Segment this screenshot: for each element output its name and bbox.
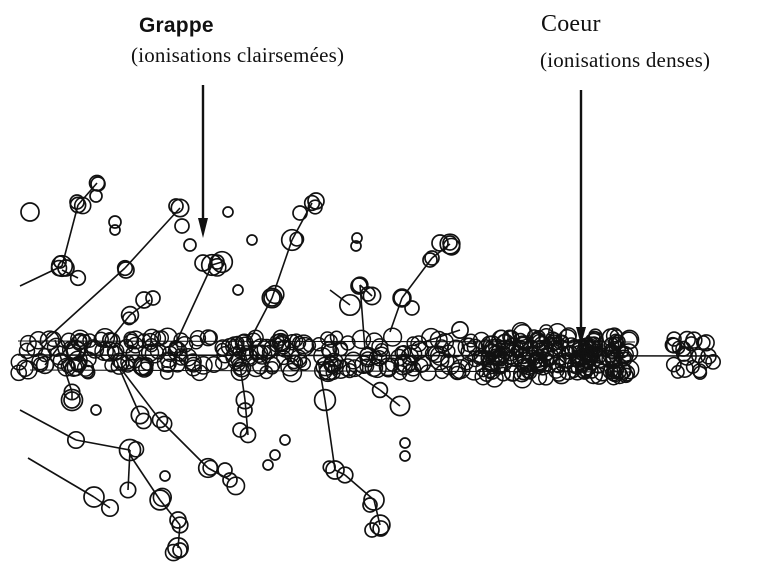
isolated-ionization-circle <box>293 206 307 220</box>
isolated-ionization-circle <box>90 190 102 202</box>
isolated-ionization-circle <box>405 301 419 315</box>
dense-ionization-circle <box>384 328 402 346</box>
isolated-ionization-circle <box>233 285 243 295</box>
grappe-subtitle: (ionisations clairsemées) <box>131 45 344 66</box>
isolated-ionization-circle <box>351 278 367 294</box>
sparse-ionization-circle <box>203 461 218 476</box>
coeur-title: Coeur <box>541 12 601 36</box>
isolated-ionization-circle <box>110 225 120 235</box>
delta-ray-line <box>20 410 76 440</box>
isolated-ionization-circle <box>270 450 280 460</box>
isolated-ionization-circle <box>170 512 186 528</box>
delta-ray-line <box>120 370 140 415</box>
isolated-ionization-circle <box>146 291 160 305</box>
isolated-ionization-circle <box>184 239 196 251</box>
sparse-ionization-circle <box>136 413 151 428</box>
delta-ray-line <box>125 208 180 268</box>
sparse-ionization-circle <box>227 477 244 494</box>
grappe-arrow-head <box>198 218 208 238</box>
isolated-ionization-circle <box>160 471 170 481</box>
delta-ray-line <box>20 266 62 286</box>
isolated-ionization-circle <box>400 438 410 448</box>
delta-ray-line <box>345 475 374 500</box>
delta-ray-line <box>128 450 130 490</box>
isolated-ionization-circle <box>173 543 187 557</box>
isolated-ionization-circle <box>91 177 105 191</box>
grappe-title: Grappe <box>139 15 214 36</box>
isolated-ionization-circle <box>175 219 189 233</box>
isolated-ionization-circle <box>21 203 39 221</box>
isolated-ionization-circle <box>91 405 101 415</box>
isolated-ionization-circle <box>263 460 273 470</box>
sparse-cluster-ionizations <box>21 176 468 561</box>
isolated-ionization-circle <box>400 451 410 461</box>
coeur-subtitle: (ionisations denses) <box>540 50 710 71</box>
delta-ray-line <box>28 458 94 497</box>
delta-ray-line <box>160 420 208 468</box>
annotation-arrows <box>198 85 586 345</box>
isolated-ionization-circle <box>280 435 290 445</box>
isolated-ionization-circle <box>223 207 233 217</box>
isolated-ionization-circle <box>247 235 257 245</box>
delta-ray-line <box>212 262 222 265</box>
